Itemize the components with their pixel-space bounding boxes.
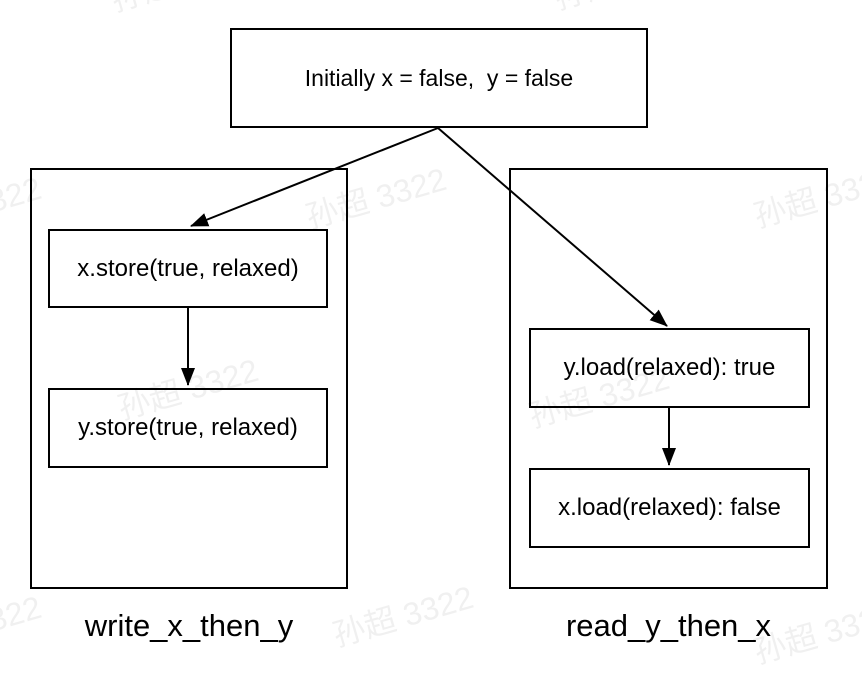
- init-node: Initially x = false, y = false: [230, 28, 648, 128]
- node-y-load: y.load(relaxed): true: [529, 328, 810, 408]
- watermark: 孙超 3322: [328, 579, 478, 654]
- thread-write-label: write_x_then_y: [84, 608, 294, 643]
- node-y-store: y.store(true, relaxed): [48, 388, 328, 468]
- watermark: 孙超 3322: [105, 0, 256, 21]
- watermark: 孙超 3322: [548, 0, 699, 19]
- init-node-label: Initially x = false, y = false: [304, 64, 574, 91]
- node-x-load: x.load(relaxed): false: [529, 468, 810, 548]
- thread-read-label: read_y_then_x: [565, 608, 772, 643]
- thread-write-container: [30, 168, 348, 589]
- node-y-load-label: y.load(relaxed): true: [563, 354, 776, 381]
- node-x-load-label: x.load(relaxed): false: [558, 494, 781, 521]
- node-x-store-label: x.store(true, relaxed): [77, 254, 299, 282]
- node-x-store: x.store(true, relaxed): [48, 229, 328, 308]
- thread-read-container: [509, 168, 828, 589]
- node-y-store-label: y.store(true, relaxed): [78, 414, 298, 441]
